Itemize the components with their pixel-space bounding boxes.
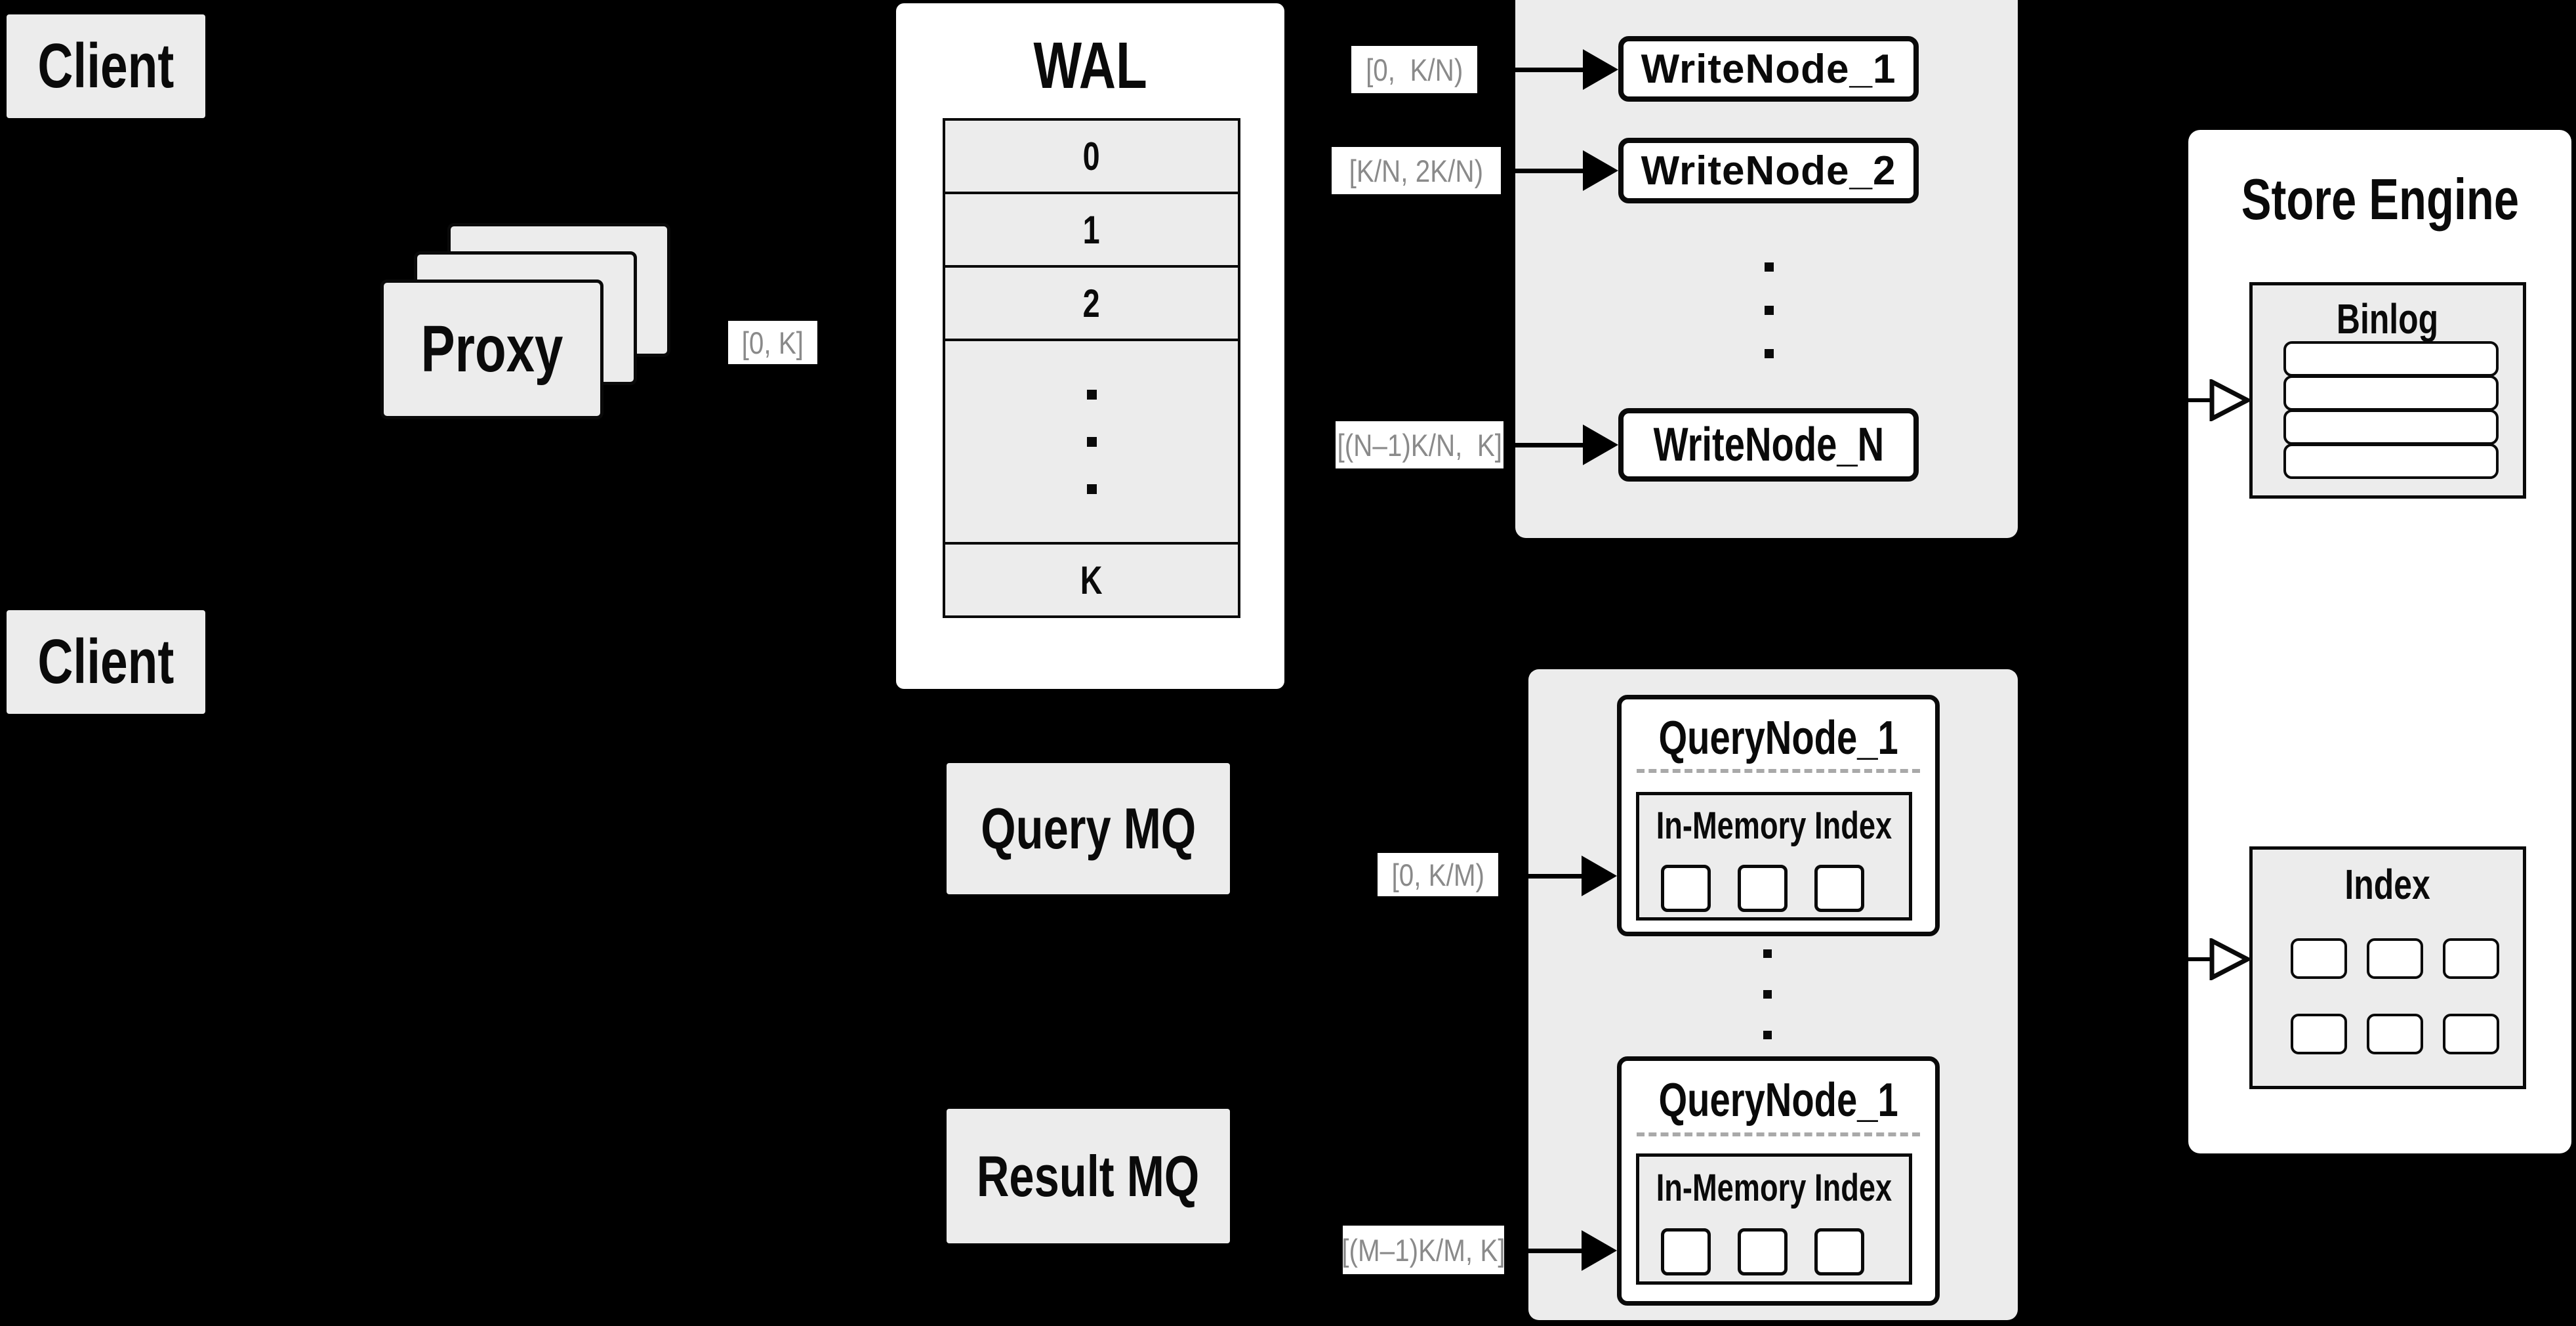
arrow-head-query1-icon (1582, 856, 1617, 896)
arrow-line-write1 (1479, 68, 1585, 72)
binlog-title-wrap: Binlog (2322, 295, 2453, 343)
write-ellipsis-dot (1765, 262, 1774, 272)
write-node-n-label: WriteNode_N (1653, 419, 1884, 471)
store-index-title: Index (2344, 861, 2431, 908)
range-label-query1: [0, K/M) (1378, 853, 1498, 896)
binlog-row (2283, 444, 2499, 479)
query-mq-box: Query MQ (947, 763, 1230, 894)
wal-row-ellipsis (943, 339, 1240, 545)
query-node-bottom-title: QueryNode_1 (1658, 1074, 1898, 1127)
segment-square (1661, 1228, 1711, 1275)
range-label-query2: [(M–1)K/M, K] (1341, 1226, 1505, 1274)
write-ellipsis-dot (1765, 306, 1774, 315)
store-engine-title: Store Engine (2241, 167, 2519, 232)
binlog-row (2283, 375, 2499, 411)
write-node-2-box: WriteNode_2 (1618, 138, 1919, 203)
index-square (2367, 1014, 2423, 1054)
result-mq-box: Result MQ (947, 1109, 1230, 1243)
in-memory-index-bottom-title: In-Memory Index (1656, 1166, 1892, 1209)
result-mq-label: Result MQ (977, 1143, 1200, 1209)
client-bottom-label: Client (37, 627, 174, 697)
in-memory-index-bottom-title-wrap: In-Memory Index (1636, 1161, 1912, 1214)
binlog-title: Binlog (2337, 295, 2439, 342)
segment-square (1661, 865, 1711, 912)
client-bottom-box: Client (7, 610, 205, 714)
range-label-write1: [0, K/N) (1351, 46, 1477, 93)
arrow-line-writeN (1505, 443, 1585, 447)
range-label-write2: [K/N, 2K/N) (1332, 147, 1501, 194)
store-index-title-wrap: Index (2333, 860, 2442, 909)
arrow-head-index-icon (2209, 938, 2250, 980)
arrow-head-writeN-icon (1583, 425, 1618, 465)
wal-row-2: 2 (943, 265, 1240, 341)
query-ellipsis-dot (1763, 949, 1772, 958)
wal-row-k: K (943, 542, 1240, 618)
query-node-top-divider (1637, 769, 1920, 773)
client-top-label: Client (37, 31, 174, 101)
write-node-1-box: WriteNode_1 (1618, 36, 1919, 102)
segment-square (1738, 1228, 1788, 1275)
arrow-line-index (2158, 957, 2215, 961)
arrow-line-query2 (1507, 1249, 1585, 1253)
proxy-card-front: Proxy (380, 280, 603, 419)
query-node-top-title: QueryNode_1 (1658, 712, 1898, 764)
arrow-head-query2-icon (1582, 1230, 1617, 1271)
query-mq-label: Query MQ (980, 796, 1196, 861)
binlog-row (2283, 409, 2499, 445)
segment-square (1738, 865, 1788, 912)
range-label-proxy-out: [0, K] (728, 321, 817, 364)
client-top-box: Client (7, 14, 205, 118)
segment-square (1814, 865, 1864, 912)
arrow-head-write2-icon (1583, 150, 1618, 191)
wal-title-wrap: WAL (1017, 28, 1163, 104)
in-memory-index-top-title-wrap: In-Memory Index (1636, 799, 1912, 852)
range-label-writeN: [(N–1)K/N, K] (1336, 421, 1503, 468)
index-square (2291, 1014, 2347, 1054)
write-node-2-label: WriteNode_2 (1641, 148, 1896, 194)
proxy-label: Proxy (420, 312, 563, 386)
in-memory-index-top-title: In-Memory Index (1656, 804, 1892, 847)
write-node-n-box: WriteNode_N (1618, 408, 1919, 482)
index-square (2443, 938, 2499, 979)
index-square (2367, 938, 2423, 979)
query-node-top-title-wrap: QueryNode_1 (1617, 709, 1940, 768)
query-ellipsis-dot (1763, 990, 1772, 999)
wal-table: 0 1 2 K (943, 118, 1240, 618)
write-ellipsis-dot (1765, 349, 1774, 358)
wal-row-1: 1 (943, 192, 1240, 268)
arrow-head-binlog-icon (2209, 379, 2250, 421)
segment-square (1814, 1228, 1864, 1275)
query-ellipsis-dot (1763, 1031, 1772, 1039)
store-engine-title-wrap: Store Engine (2202, 166, 2558, 233)
wal-title: WAL (1033, 29, 1147, 102)
wal-ellipsis-dots (1086, 389, 1097, 494)
wal-row-0: 0 (943, 118, 1240, 194)
index-square (2443, 1014, 2499, 1054)
index-square (2291, 938, 2347, 979)
query-node-bottom-divider (1637, 1132, 1920, 1136)
binlog-row (2283, 341, 2499, 377)
arrow-line-query1 (1501, 874, 1585, 879)
arrow-line-binlog (2158, 398, 2215, 402)
arrow-head-write1-icon (1583, 49, 1618, 90)
write-node-1-label: WriteNode_1 (1641, 46, 1896, 92)
arrow-line-write2 (1502, 169, 1585, 173)
query-node-bottom-title-wrap: QueryNode_1 (1617, 1071, 1940, 1130)
